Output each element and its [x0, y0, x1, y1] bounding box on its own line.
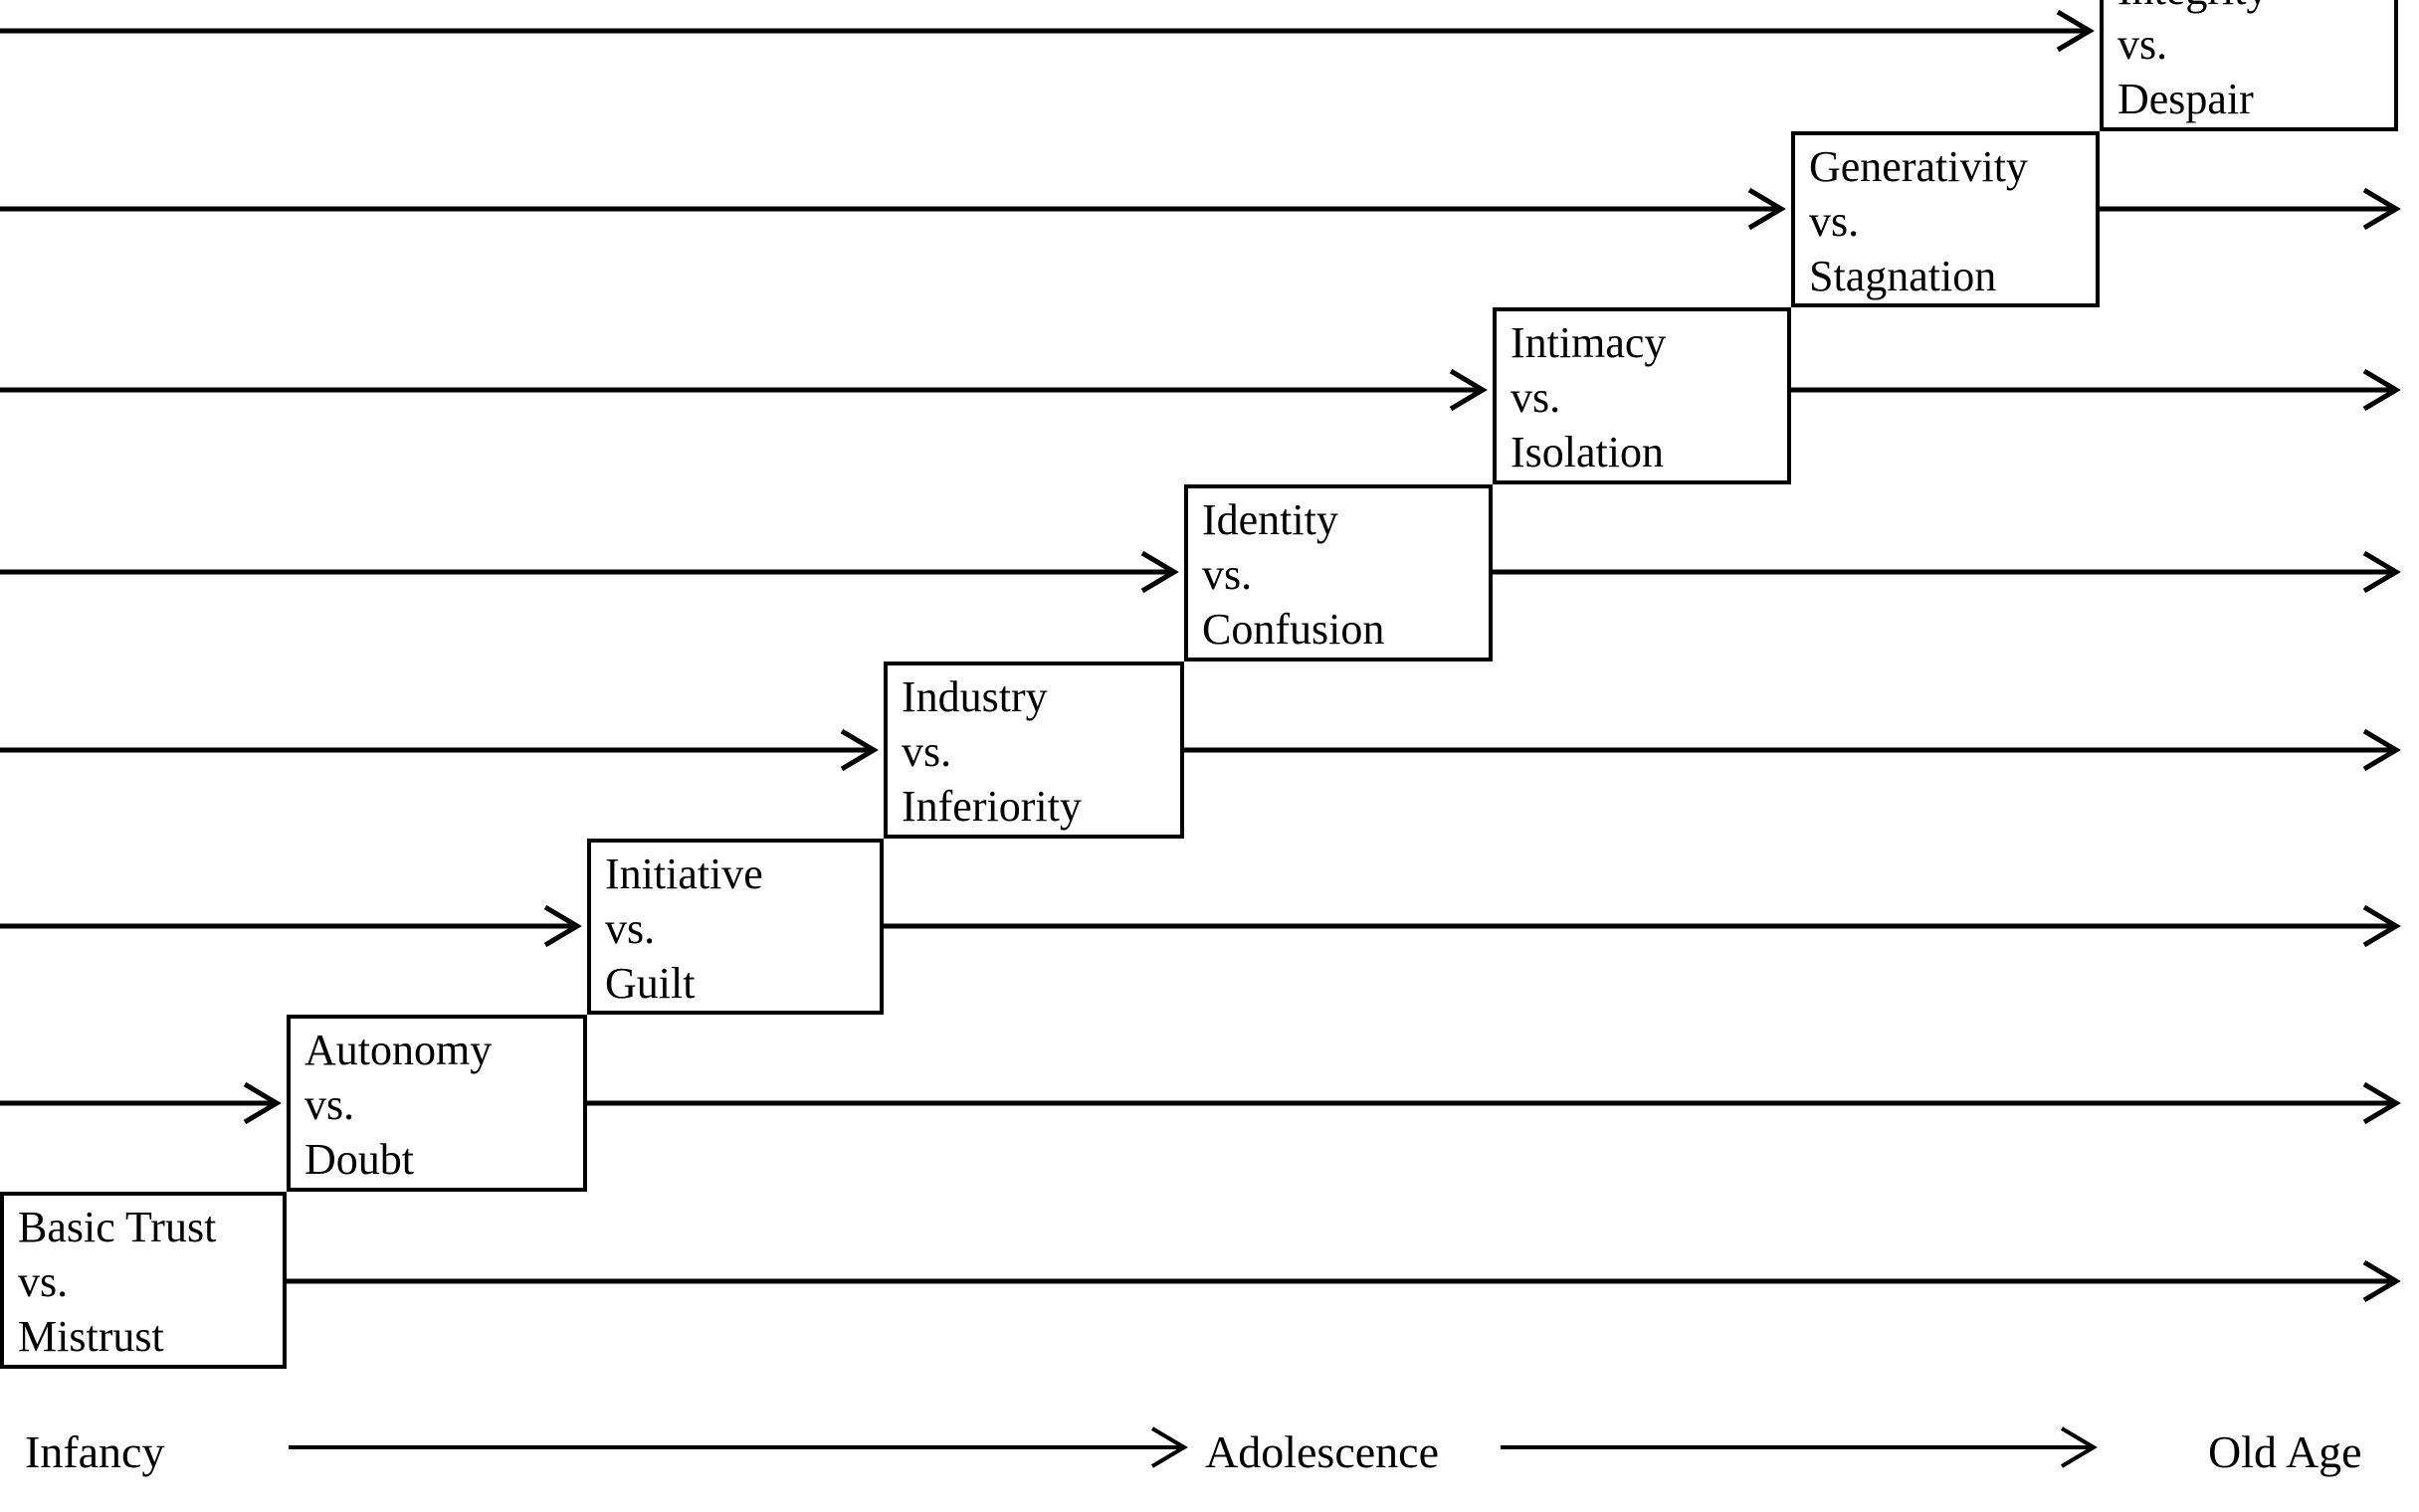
stage-label-line: Confusion	[1202, 605, 1385, 654]
stage-label-line: Integrity	[2117, 0, 2380, 17]
stage-label-line: Mistrust	[18, 1312, 164, 1361]
stage-box-basic-trust-vs-mistrust: Basic Trust vs. Mistrust	[0, 1192, 287, 1369]
stage-label-line: Intimacy	[1511, 318, 1667, 367]
incoming-arrowhead-intimacy-vs-isolation	[1449, 368, 1488, 412]
incoming-arrowhead-identity-vs-confusion	[1140, 550, 1179, 594]
outgoing-arrowhead-identity-vs-confusion	[2362, 550, 2401, 594]
outgoing-arrowhead-industry-vs-inferiority	[2362, 728, 2401, 772]
timeline-arrowhead-adolescence-old-age	[2060, 1426, 2098, 1468]
outgoing-arrowhead-initiative-vs-guilt	[2362, 904, 2401, 948]
stage-label-line: vs.	[1511, 373, 1561, 422]
stage-label-line: Generativity	[1809, 142, 2028, 191]
stage-label-line: vs.	[2117, 20, 2168, 69]
stage-box-initiative-vs-guilt: Initiative vs. Guilt	[587, 839, 884, 1015]
timeline-label-infancy: Infancy	[25, 1426, 165, 1477]
outgoing-arrowhead-generativity-vs-stagnation	[2362, 187, 2401, 231]
stage-label-line: vs.	[18, 1257, 69, 1306]
stage-label-line: Autonomy	[304, 1026, 493, 1074]
stage-label-line: Identity	[1202, 495, 1338, 544]
stage-label-line: vs.	[1202, 550, 1253, 599]
stage-box-integrity-vs-despair: Integrity vs. Despair	[2100, 0, 2398, 131]
stage-label-line: Doubt	[304, 1135, 414, 1184]
stage-label-line: vs.	[304, 1080, 355, 1129]
incoming-arrowhead-generativity-vs-stagnation	[1747, 187, 1786, 231]
stage-label-line: vs.	[1809, 197, 1860, 246]
stage-label-line: Guilt	[605, 959, 696, 1008]
stage-label-line: Industry	[902, 672, 1048, 721]
outgoing-arrowhead-intimacy-vs-isolation	[2362, 368, 2401, 412]
timeline-label-adolescence: Adolescence	[1205, 1426, 1439, 1477]
stage-box-generativity-vs-stagnation: Generativity vs. Stagnation	[1791, 131, 2100, 307]
incoming-arrowhead-integrity-vs-despair	[2056, 9, 2095, 53]
stage-label-line: Stagnation	[1809, 252, 1997, 300]
incoming-arrowhead-initiative-vs-guilt	[543, 904, 582, 948]
stage-label-line: Inferiority	[902, 782, 1082, 831]
incoming-arrowhead-industry-vs-inferiority	[840, 728, 879, 772]
stage-label-line: vs.	[902, 727, 952, 776]
incoming-arrowhead-autonomy-vs-doubt	[243, 1081, 282, 1125]
stage-box-intimacy-vs-isolation: Intimacy vs. Isolation	[1493, 307, 1791, 484]
stage-label-line: Initiative	[605, 850, 763, 898]
timeline-label-old-age: Old Age	[2208, 1426, 2362, 1477]
stage-box-identity-vs-confusion: Identity vs. Confusion	[1184, 484, 1493, 662]
stage-label-line: Isolation	[1511, 428, 1664, 476]
stage-box-industry-vs-inferiority: Industry vs. Inferiority	[884, 662, 1184, 839]
stage-label-line: Basic Trust	[18, 1203, 217, 1251]
timeline-arrowhead-infancy-adolescence	[1150, 1426, 1188, 1468]
outgoing-arrowhead-autonomy-vs-doubt	[2362, 1081, 2401, 1125]
stage-label-line: Despair	[2117, 75, 2254, 123]
outgoing-arrowhead-basic-trust-vs-mistrust	[2362, 1259, 2401, 1303]
stage-box-autonomy-vs-doubt: Autonomy vs. Doubt	[287, 1015, 587, 1192]
stage-label-line: vs.	[605, 904, 656, 953]
